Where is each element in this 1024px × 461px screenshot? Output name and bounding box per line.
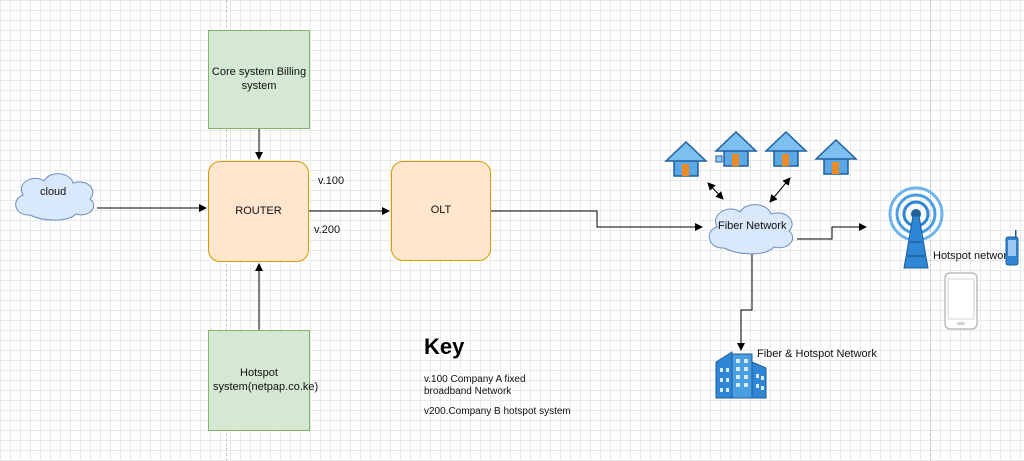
key-line-2: v200.Company B hotspot system bbox=[424, 406, 571, 417]
cloud-shape bbox=[15, 173, 95, 221]
router-node[interactable]: ROUTER bbox=[208, 161, 309, 262]
edge-house-fiber bbox=[707, 182, 724, 200]
hotspot-system-label: Hotspot system(netpap.co.ke) bbox=[213, 366, 319, 393]
page-break-line bbox=[930, 0, 931, 461]
fiber-network-label: Fiber Network bbox=[718, 220, 787, 232]
fiber-hotspot-network-label: Fiber & Hotspot Network bbox=[757, 348, 877, 360]
key-line-1: v.100 Company A fixed broadband Network bbox=[424, 374, 526, 397]
house-icon bbox=[814, 138, 858, 175]
key-title: Key bbox=[424, 334, 465, 359]
billing-system-node[interactable]: Core system Billing system bbox=[208, 30, 310, 129]
edge-olt-fiber bbox=[491, 210, 703, 231]
vlan-100-label: v.100 bbox=[318, 175, 345, 187]
hotspot-network-label: Hotspot network bbox=[933, 250, 1013, 262]
router-label: ROUTER bbox=[235, 204, 282, 217]
house-icon bbox=[764, 130, 808, 167]
house-icon bbox=[714, 130, 758, 167]
fiber-network-cloud bbox=[708, 204, 794, 255]
edge-fiber-building bbox=[737, 253, 753, 351]
olt-node[interactable]: OLT bbox=[391, 161, 491, 261]
billing-system-label: Core system Billing system bbox=[211, 65, 307, 92]
vlan-200-label: v.200 bbox=[314, 224, 341, 236]
house-icon bbox=[664, 140, 708, 177]
cloud-label: cloud bbox=[40, 186, 67, 198]
edge-house-fiber bbox=[769, 177, 791, 203]
office-building-icon bbox=[715, 351, 767, 399]
edge-fiber-hotspot bbox=[797, 223, 867, 240]
mobile-device-icon bbox=[1005, 230, 1019, 266]
radio-tower-icon bbox=[888, 186, 944, 269]
hotspot-system-node[interactable]: Hotspot system(netpap.co.ke) bbox=[208, 330, 319, 431]
olt-label: OLT bbox=[430, 204, 452, 217]
smartphone-icon bbox=[944, 272, 978, 330]
